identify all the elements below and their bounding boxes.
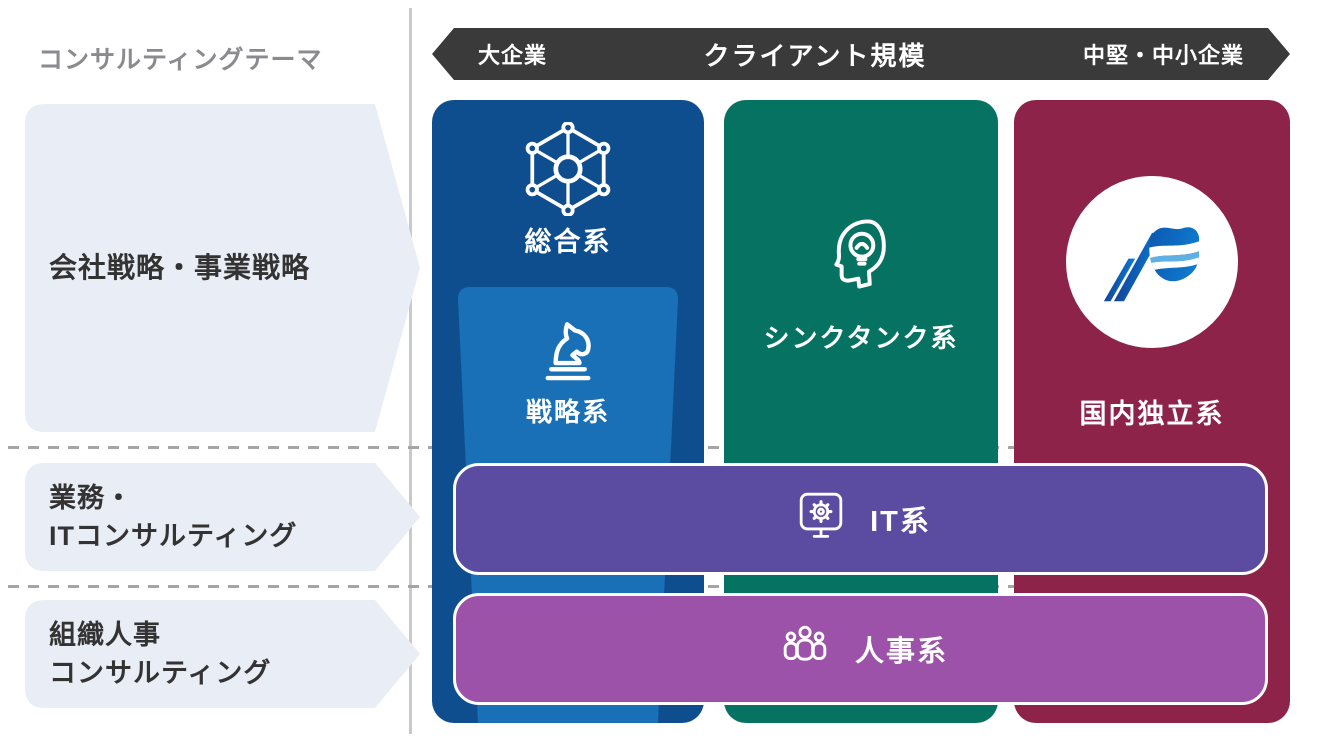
a-wave-logo: [1103, 227, 1200, 302]
page-title: コンサルティングテーマ: [38, 46, 323, 74]
firm-type-label: 国内独立系: [1079, 399, 1225, 429]
theme-block-it: 業務・ ITコンサルティング: [25, 463, 420, 571]
firm-type-label: 戦略系: [525, 397, 610, 427]
client-scale-axis-bar: 大企業 クライアント規模 中堅・中小企業: [432, 28, 1290, 80]
head-lightbulb-icon: [834, 219, 886, 289]
people-group-icon: [783, 625, 827, 661]
firm-type-label: 人事系: [854, 636, 948, 668]
arrow-block-shape: [25, 104, 420, 432]
firm-type-label: IT系: [870, 506, 931, 538]
firm-type-label: シンクタンク系: [763, 323, 959, 353]
monitor-gear-icon: [799, 492, 843, 538]
theme-block-hr: 組織人事 コンサルティング: [25, 600, 420, 708]
it-firms-bar: IT系: [453, 463, 1268, 575]
firm-type-label: 総合系: [524, 227, 612, 257]
company-logo-badge: [1066, 176, 1238, 348]
arrow-block-shape: [25, 600, 420, 708]
theme-block-strategy: 会社戦略・事業戦略: [25, 104, 420, 432]
axis-title: クライアント規模: [703, 40, 927, 71]
axis-left-label: 大企業: [478, 43, 548, 68]
theme-label: 組織人事 コンサルティング: [49, 619, 272, 688]
arrow-block-shape: [25, 463, 420, 571]
chess-knight-icon: [545, 322, 591, 381]
hr-firms-bar: 人事系: [453, 593, 1268, 705]
theme-label: 業務・ ITコンサルティング: [49, 482, 298, 551]
theme-label: 会社戦略・事業戦略: [49, 252, 311, 284]
vertical-divider: [409, 8, 412, 734]
axis-right-label: 中堅・中小企業: [1082, 43, 1244, 68]
hexagon-network-icon: [525, 122, 611, 216]
